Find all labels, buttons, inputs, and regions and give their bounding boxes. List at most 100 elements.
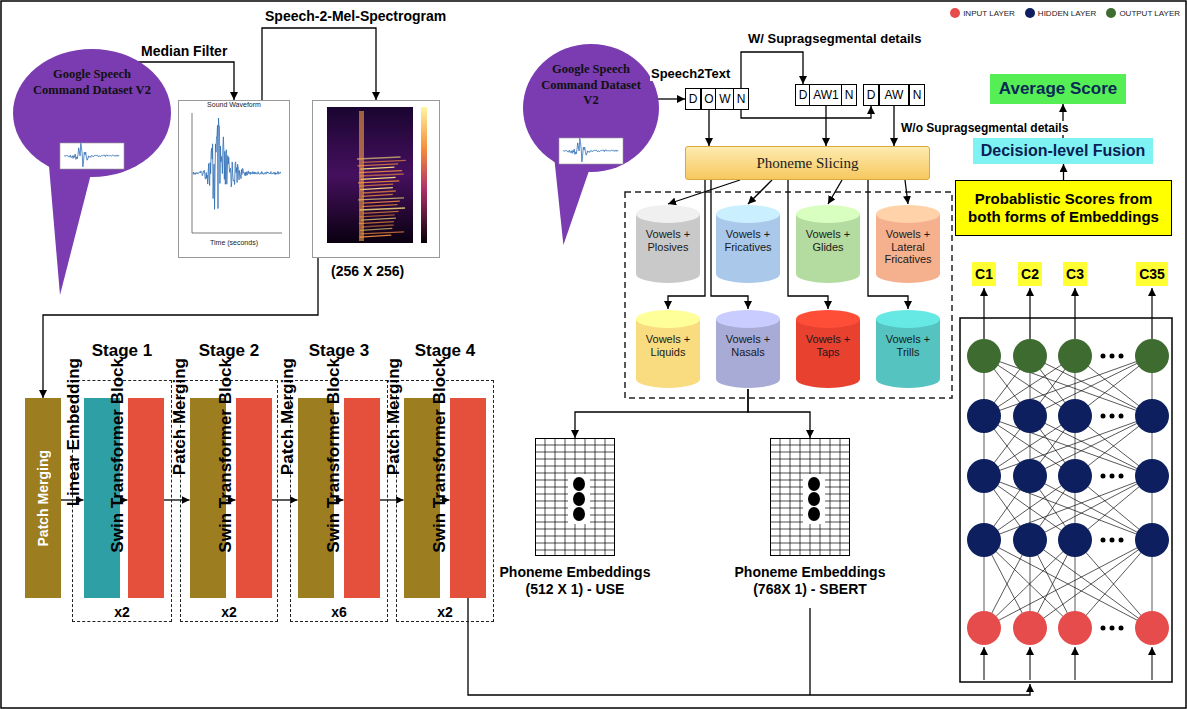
group-label: Vowels + Liquids bbox=[638, 333, 698, 358]
neuron bbox=[1135, 339, 1169, 373]
neuron bbox=[1013, 611, 1047, 645]
class-label: C2 bbox=[1018, 262, 1042, 286]
stage-box: Stage 3x6Patch MergingSwin Transformer B… bbox=[290, 380, 388, 622]
block-label: Patch Merging bbox=[35, 450, 51, 546]
phoneme-cell: AW bbox=[879, 84, 909, 106]
phoneme-label: N bbox=[845, 88, 854, 102]
ellipsis-dot bbox=[1101, 474, 1106, 479]
connector-arrow bbox=[893, 106, 894, 146]
connector-arrow bbox=[262, 28, 376, 100]
cylinder-top bbox=[876, 310, 940, 328]
waveform-plot: Sound WaveformTime (seconds) bbox=[178, 100, 290, 258]
ellipsis-dot bbox=[1119, 538, 1124, 543]
cylinder-top bbox=[636, 205, 700, 223]
phoneme-group-cylinder: Vowels + Taps bbox=[795, 309, 861, 389]
network-link bbox=[1030, 356, 1152, 416]
input-arrow bbox=[984, 647, 985, 680]
cylinder-body bbox=[636, 214, 700, 283]
neuron bbox=[1135, 459, 1169, 493]
legend: INPUT LAYER HIDDEN LAYER OUTPUT LAYER bbox=[940, 8, 1180, 18]
class-name: C35 bbox=[1139, 266, 1165, 282]
phoneme-cell: N bbox=[841, 84, 857, 106]
neuron bbox=[1013, 459, 1047, 493]
plot-label: Sound Waveform bbox=[207, 101, 261, 109]
neuron bbox=[1058, 523, 1092, 557]
dimension-label: (256 X 256) bbox=[331, 263, 404, 279]
cylinder-top bbox=[716, 310, 780, 328]
network-block: Patch Merging bbox=[25, 398, 61, 598]
ellipsis-dot bbox=[1119, 414, 1124, 419]
feature-wire bbox=[468, 598, 1030, 695]
stage-label: x2 bbox=[181, 604, 277, 620]
connector-arrow bbox=[741, 106, 871, 118]
neuron bbox=[1013, 339, 1047, 373]
output-arrow bbox=[1151, 288, 1152, 339]
legend-swatch bbox=[1106, 8, 1116, 18]
legend-label: INPUT LAYER bbox=[963, 9, 1015, 18]
waveform-trace bbox=[64, 143, 119, 167]
neuron bbox=[967, 523, 1001, 557]
neuron bbox=[1058, 611, 1092, 645]
phoneme-label: N bbox=[913, 88, 922, 102]
ellipsis-dot bbox=[1110, 474, 1115, 479]
connector-arrow bbox=[1063, 164, 1064, 180]
phoneme-label: AW bbox=[885, 88, 904, 102]
phoneme-group-cylinder: Vowels + Lateral Fricatives bbox=[875, 204, 941, 284]
class-label: C35 bbox=[1136, 262, 1168, 286]
waveform-trace bbox=[563, 138, 618, 162]
input-arrow bbox=[1075, 647, 1076, 680]
neural-network bbox=[967, 288, 1169, 680]
class-label: C1 bbox=[972, 262, 996, 286]
phoneme-group-cylinder: Vowels + Glides bbox=[795, 204, 861, 284]
spectrogram-plot: (256 X 256) bbox=[312, 100, 440, 258]
network-block: Swin Transformer Block bbox=[236, 398, 272, 598]
connector-arrow bbox=[380, 499, 404, 500]
mini-plot bbox=[559, 138, 623, 164]
phoneme-label: D bbox=[689, 92, 698, 106]
box-label: Average Score bbox=[999, 79, 1117, 99]
neuron bbox=[967, 399, 1001, 433]
output-arrow bbox=[983, 288, 984, 339]
cylinder-body bbox=[876, 319, 940, 388]
network-block: Swin Transformer Block bbox=[450, 398, 486, 598]
group-label: Vowels + Trills bbox=[878, 333, 938, 358]
connector-arrow bbox=[164, 499, 190, 500]
cylinder-top bbox=[796, 310, 860, 328]
network-link bbox=[1030, 476, 1152, 540]
class-name: C3 bbox=[1066, 266, 1084, 282]
cylinder-body bbox=[716, 214, 780, 283]
ellipsis-dot bbox=[1110, 538, 1115, 543]
phoneme-group-cylinder: Vowels + Fricatives bbox=[715, 204, 781, 284]
network-block: Swin Transformer Block bbox=[344, 398, 380, 598]
connector-arrow bbox=[828, 180, 842, 204]
cylinder-body bbox=[796, 214, 860, 283]
connector-arrow bbox=[668, 180, 740, 204]
spectrogram-image bbox=[313, 101, 439, 257]
phoneme-label: W bbox=[719, 92, 730, 106]
input-arrow bbox=[1152, 647, 1153, 680]
block-label: Swin Transformer Block bbox=[430, 358, 506, 553]
embedding-matrix: Phoneme Embeddings (768X 1) - SBERT bbox=[725, 438, 895, 608]
waveform-chart bbox=[182, 109, 286, 239]
network-link bbox=[1030, 476, 1152, 540]
group-label: Vowels + Lateral Fricatives bbox=[878, 228, 938, 266]
ellipsis-dot bbox=[1101, 538, 1106, 543]
phoneme-label: O bbox=[704, 92, 713, 106]
feature-wire bbox=[809, 608, 810, 695]
stage-label: x2 bbox=[73, 604, 171, 620]
cylinder-top bbox=[636, 310, 700, 328]
connector-arrow bbox=[272, 499, 298, 500]
legend-item: OUTPUT LAYER bbox=[1106, 8, 1180, 18]
stage-label: x6 bbox=[291, 604, 387, 620]
network-link bbox=[1075, 540, 1152, 628]
dataset-bubble: Google Speech Command Dataset V2 bbox=[12, 45, 172, 300]
phoneme-group-cylinder: Vowels + Liquids bbox=[635, 309, 701, 389]
neuron bbox=[967, 611, 1001, 645]
legend-swatch bbox=[950, 8, 960, 18]
legend-label: HIDDEN LAYER bbox=[1038, 9, 1097, 18]
process-label: Phoneme Slicing bbox=[756, 155, 858, 172]
legend-item: INPUT LAYER bbox=[950, 8, 1015, 18]
cylinder-top bbox=[716, 205, 780, 223]
ellipsis-dot bbox=[1110, 626, 1115, 631]
network-link bbox=[1030, 356, 1152, 416]
